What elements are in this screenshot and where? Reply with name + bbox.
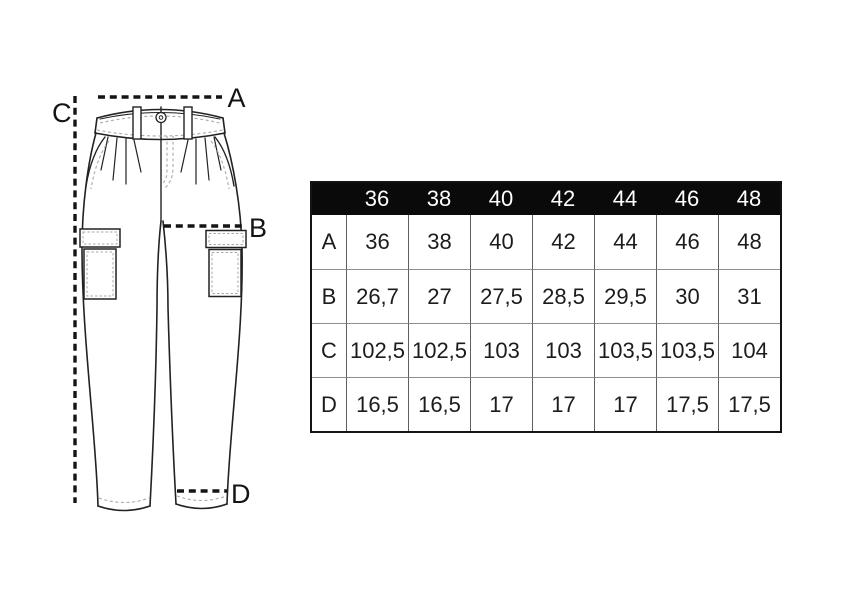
size-value-cell: 26,7 — [346, 269, 408, 323]
waistband-stitch-top — [99, 115, 221, 124]
outseam-left — [81, 132, 99, 507]
size-value-cell: 30 — [656, 269, 718, 323]
waistband-right-edge — [222, 117, 226, 134]
size-value-cell: 36 — [346, 215, 408, 269]
side-pocket-left-stitch — [90, 140, 110, 190]
hem-right — [175, 503, 228, 510]
pants-outline — [81, 106, 243, 512]
size-col-header: 48 — [718, 183, 780, 215]
size-value-cell: 29,5 — [594, 269, 656, 323]
pants-diagram: A B C D — [52, 83, 267, 512]
size-value-cell: 103 — [470, 323, 532, 377]
cargo-flap-right — [205, 229, 247, 249]
side-pocket-right — [214, 136, 235, 187]
size-value-cell: 27,5 — [470, 269, 532, 323]
measurement-label-b: B — [249, 213, 267, 243]
outseam-right — [223, 132, 243, 505]
cargo-pocket-right — [205, 229, 247, 298]
stitching-lines — [90, 115, 230, 504]
fly-stitch-outer — [163, 136, 174, 190]
size-value-cell: 103 — [532, 323, 594, 377]
side-pocket-right-stitch — [210, 140, 230, 190]
size-value-cell: 103,5 — [656, 323, 718, 377]
size-value-cell: 17 — [470, 377, 532, 431]
waistband-left-edge — [94, 117, 98, 134]
row-label: B — [312, 269, 346, 323]
belt-loop-right — [183, 106, 193, 140]
pleats-right — [180, 136, 222, 185]
size-col-header: 46 — [656, 183, 718, 215]
belt-loop-left — [132, 106, 142, 140]
size-value-cell: 17,5 — [656, 377, 718, 431]
size-value-cell: 28,5 — [532, 269, 594, 323]
measurement-lines — [73, 95, 243, 503]
button-icon — [155, 111, 167, 124]
size-value-cell: 46 — [656, 215, 718, 269]
size-value-cell: 102,5 — [408, 323, 470, 377]
pleats-left — [100, 136, 142, 185]
size-value-cell: 44 — [594, 215, 656, 269]
size-value-cell: 16,5 — [346, 377, 408, 431]
size-value-cell: 17,5 — [718, 377, 780, 431]
waistband-stitch-bottom — [96, 129, 224, 137]
hem-left — [97, 505, 151, 512]
row-label: A — [312, 215, 346, 269]
size-value-cell: 17 — [532, 377, 594, 431]
row-label: C — [312, 323, 346, 377]
cargo-body-right — [208, 248, 242, 298]
size-value-cell: 104 — [718, 323, 780, 377]
size-col-header: 38 — [408, 183, 470, 215]
size-col-header: 42 — [532, 183, 594, 215]
size-value-cell: 102,5 — [346, 323, 408, 377]
cargo-flap-left — [79, 228, 121, 248]
hem-right-stitch — [176, 495, 227, 502]
fly-stitch-inner — [161, 136, 168, 185]
waistband-top-arc — [96, 108, 224, 119]
size-value-cell: 38 — [408, 215, 470, 269]
header-corner-cell — [312, 183, 346, 215]
measurement-label-a: A — [228, 83, 246, 113]
measurement-label-c: C — [52, 98, 72, 128]
row-label: D — [312, 377, 346, 431]
size-col-header: 44 — [594, 183, 656, 215]
size-value-cell: 103,5 — [594, 323, 656, 377]
waistband-bottom — [94, 132, 226, 141]
size-value-cell: 31 — [718, 269, 780, 323]
inseam-right — [162, 220, 177, 505]
size-value-cell: 16,5 — [408, 377, 470, 431]
size-table: 36 38 40 42 44 46 48 A 36 38 40 42 44 46… — [310, 181, 782, 433]
size-value-cell: 40 — [470, 215, 532, 269]
cargo-pocket-left — [79, 228, 121, 300]
size-value-cell: 48 — [718, 215, 780, 269]
hem-left-stitch — [98, 497, 150, 504]
inseam-left — [149, 220, 162, 507]
side-pocket-left — [85, 136, 106, 187]
measurement-label-d: D — [231, 479, 251, 509]
size-value-cell: 17 — [594, 377, 656, 431]
cargo-body-left — [83, 248, 117, 300]
size-col-header: 36 — [346, 183, 408, 215]
size-col-header: 40 — [470, 183, 532, 215]
size-value-cell: 42 — [532, 215, 594, 269]
size-value-cell: 27 — [408, 269, 470, 323]
